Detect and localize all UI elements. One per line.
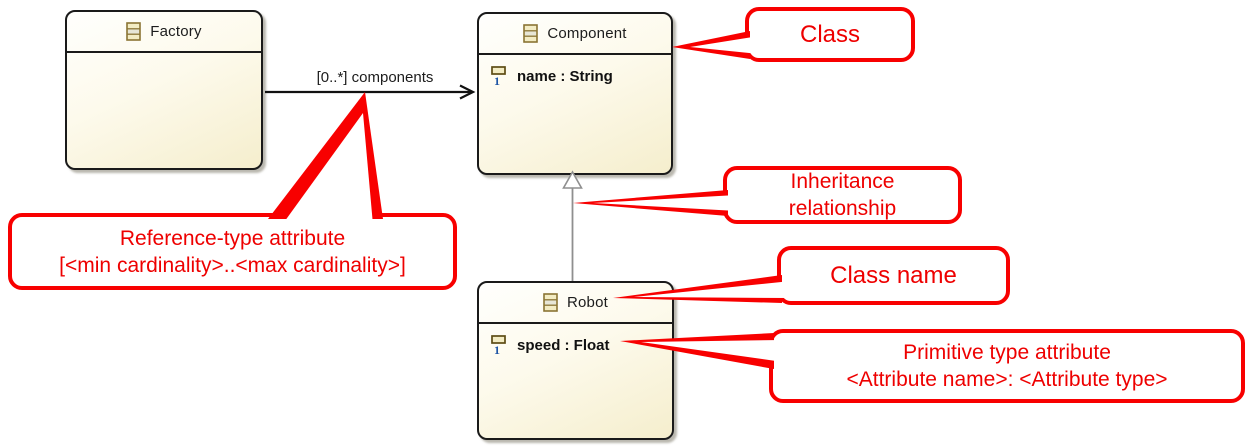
- class-name-label: Factory: [150, 23, 202, 40]
- attribute-row[interactable]: 1 name : String: [491, 64, 671, 88]
- arrowhead-icon: [459, 84, 476, 100]
- callout-primitive-attribute[interactable]: Primitive type attribute <Attribute name…: [769, 329, 1245, 403]
- reference-edge-label[interactable]: [0..*] components: [316, 69, 434, 86]
- class-name-label: Component: [547, 25, 627, 42]
- class-icon: [543, 293, 558, 312]
- inheritance-edge[interactable]: [562, 170, 583, 281]
- class-body-factory: [67, 53, 261, 62]
- callout-reference-attribute[interactable]: Reference-type attribute [<min cardinali…: [8, 213, 457, 290]
- callout-class-name[interactable]: Class name: [777, 246, 1010, 305]
- attribute-label: speed : Float: [517, 336, 610, 354]
- class-icon: [126, 22, 142, 41]
- class-header-robot: Robot: [479, 283, 672, 324]
- class-body-component: 1 name : String: [479, 55, 671, 88]
- callout-inheritance-line1: Inheritance: [790, 170, 895, 193]
- callout-class-name-text: Class name: [830, 262, 957, 289]
- svg-text:1: 1: [494, 74, 500, 87]
- callout-inheritance-tail: [573, 190, 737, 216]
- class-box-factory[interactable]: Factory: [65, 10, 263, 170]
- class-body-robot: 1 speed : Float: [479, 324, 672, 357]
- callout-class[interactable]: Class: [745, 7, 915, 62]
- reference-edge[interactable]: [265, 84, 476, 100]
- attribute-row[interactable]: 1 speed : Float: [491, 333, 672, 357]
- attribute-icon: 1: [491, 334, 508, 356]
- class-box-robot[interactable]: Robot 1 speed : Float: [477, 281, 674, 440]
- class-icon: [523, 24, 539, 43]
- callout-inheritance[interactable]: Inheritance relationship: [723, 166, 962, 224]
- callout-inheritance-line2: relationship: [788, 197, 897, 220]
- class-header-factory: Factory: [67, 12, 261, 53]
- callout-class-text: Class: [799, 21, 860, 48]
- svg-text:1: 1: [494, 343, 500, 356]
- attribute-icon: 1: [491, 65, 508, 87]
- callout-reference-line2: [<min cardinality>..<max cardinality>]: [59, 253, 406, 277]
- callout-primitive-line1: Primitive type attribute: [903, 341, 1111, 364]
- callout-reference-tail: [268, 92, 383, 225]
- class-name-label: Robot: [566, 294, 609, 311]
- callout-primitive-line2: <Attribute name>: <Attribute type>: [846, 368, 1168, 391]
- class-header-component: Component: [479, 14, 671, 55]
- class-box-component[interactable]: Component 1 name : String: [477, 12, 673, 175]
- attribute-label: name : String: [517, 67, 613, 85]
- callout-reference-line1: Reference-type attribute: [119, 226, 346, 250]
